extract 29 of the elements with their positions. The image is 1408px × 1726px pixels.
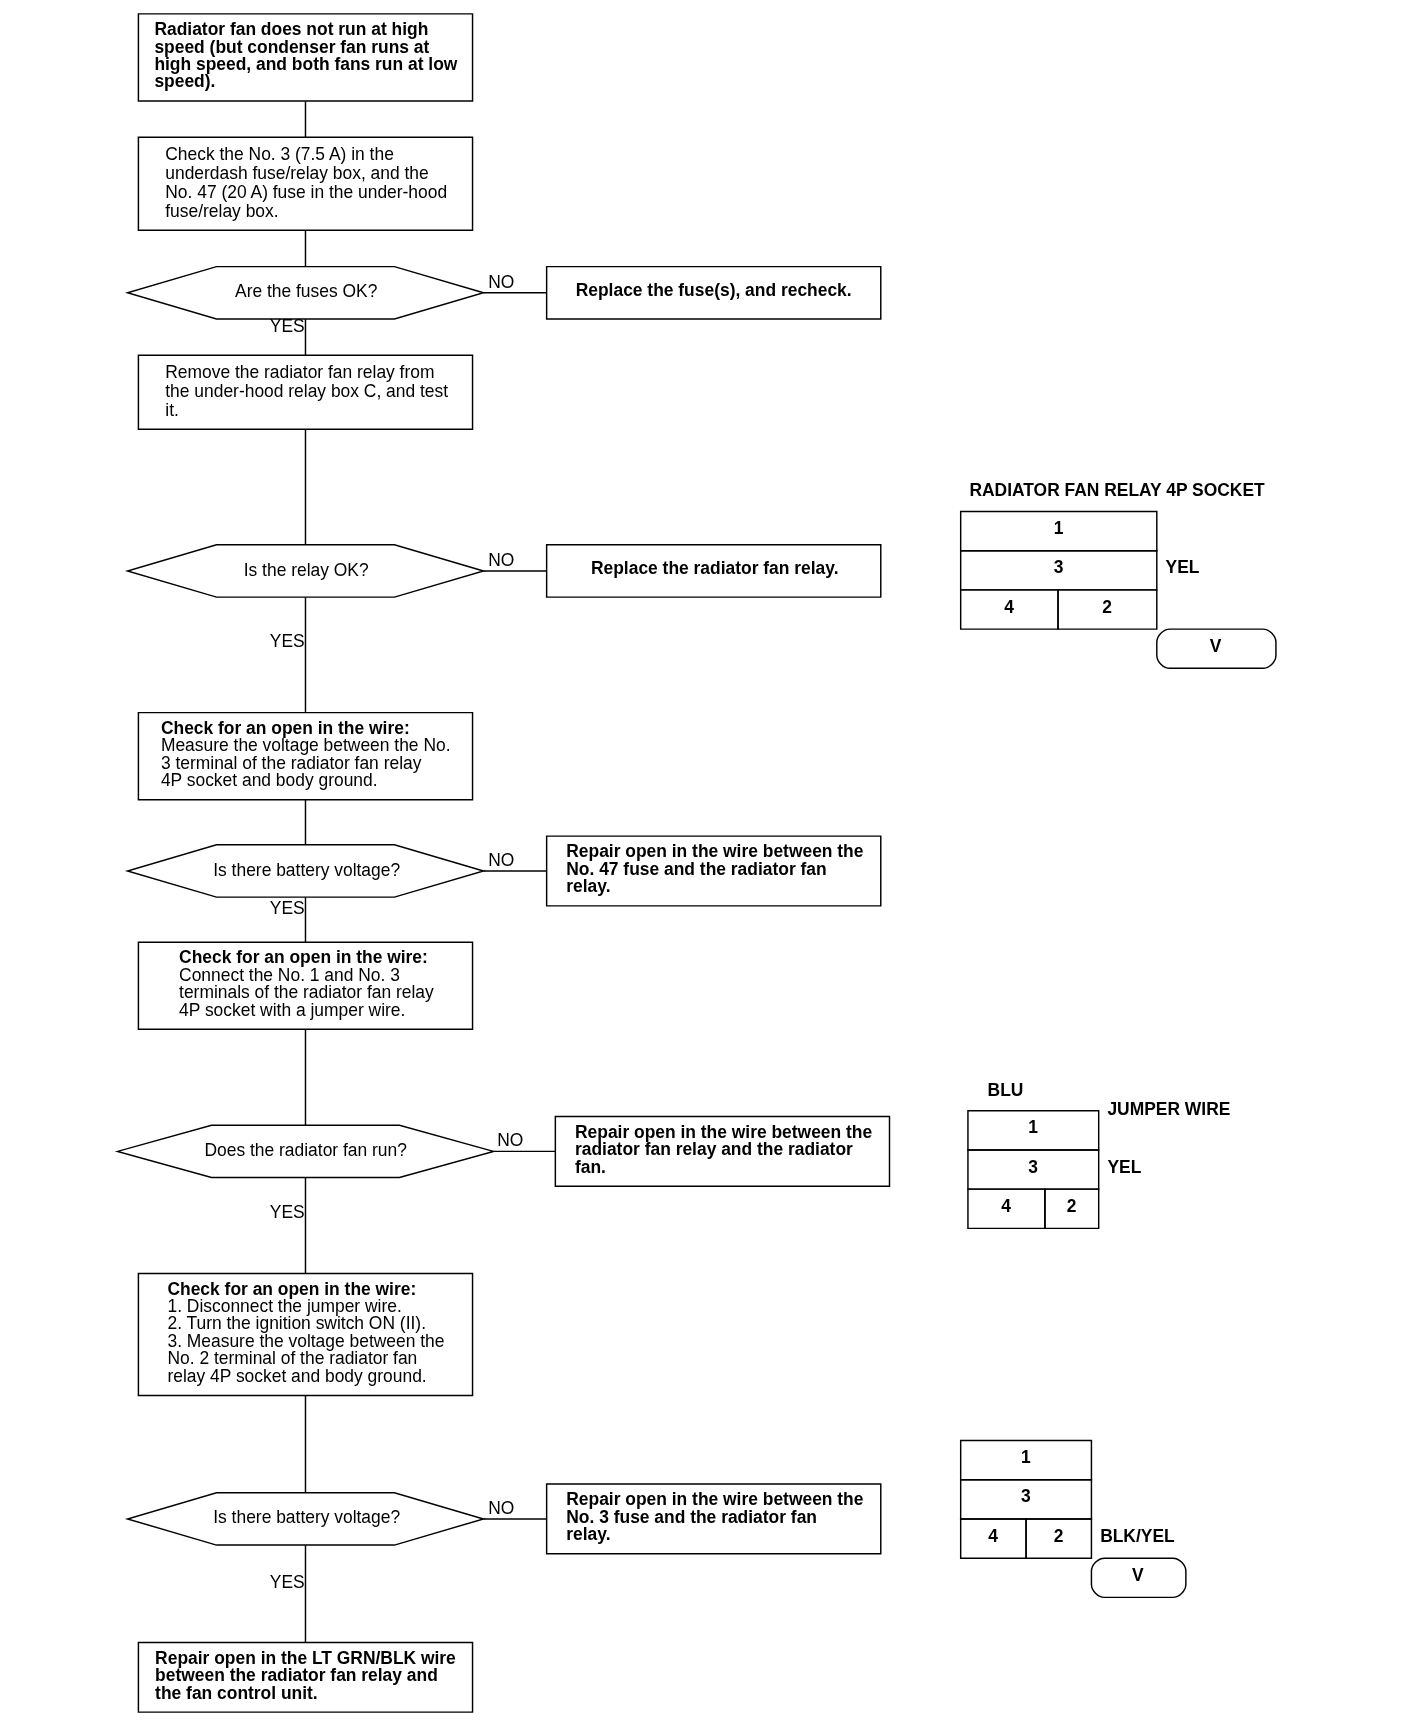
label: 1 bbox=[1027, 1117, 1038, 1138]
label: RADIATOR FAN RELAY 4P SOCKET bbox=[968, 480, 1265, 501]
label: BLU bbox=[987, 1079, 1023, 1100]
edge-label: NO bbox=[487, 271, 514, 292]
edge-label: NO bbox=[496, 1130, 523, 1151]
label: V bbox=[1131, 1564, 1144, 1585]
edge-label: NO bbox=[487, 850, 514, 871]
edge-label: YES bbox=[269, 631, 305, 652]
edge-label: YES bbox=[269, 1201, 305, 1222]
label: 4 bbox=[987, 1525, 998, 1546]
label: YEL bbox=[1106, 1156, 1141, 1177]
label: YEL bbox=[1165, 557, 1199, 578]
label: 1 bbox=[1053, 518, 1063, 539]
label: 2 bbox=[1053, 1525, 1063, 1546]
label: 1 bbox=[1020, 1447, 1031, 1468]
label: 3 bbox=[1027, 1156, 1038, 1177]
label: 3 bbox=[1020, 1486, 1031, 1507]
label: 4 bbox=[1000, 1195, 1011, 1216]
label: 2 bbox=[1066, 1195, 1076, 1216]
label: BLK/YEL bbox=[1099, 1525, 1175, 1546]
label: 3 bbox=[1053, 557, 1063, 578]
edge-label: NO bbox=[487, 1497, 514, 1518]
edge-label: YES bbox=[269, 897, 305, 918]
label: 2 bbox=[1101, 596, 1112, 617]
edge-label: NO bbox=[487, 550, 514, 571]
label: JUMPER WIRE bbox=[1106, 1099, 1230, 1120]
label: 4 bbox=[1003, 596, 1014, 617]
label: V bbox=[1209, 635, 1221, 656]
edge-label: YES bbox=[269, 1571, 305, 1592]
